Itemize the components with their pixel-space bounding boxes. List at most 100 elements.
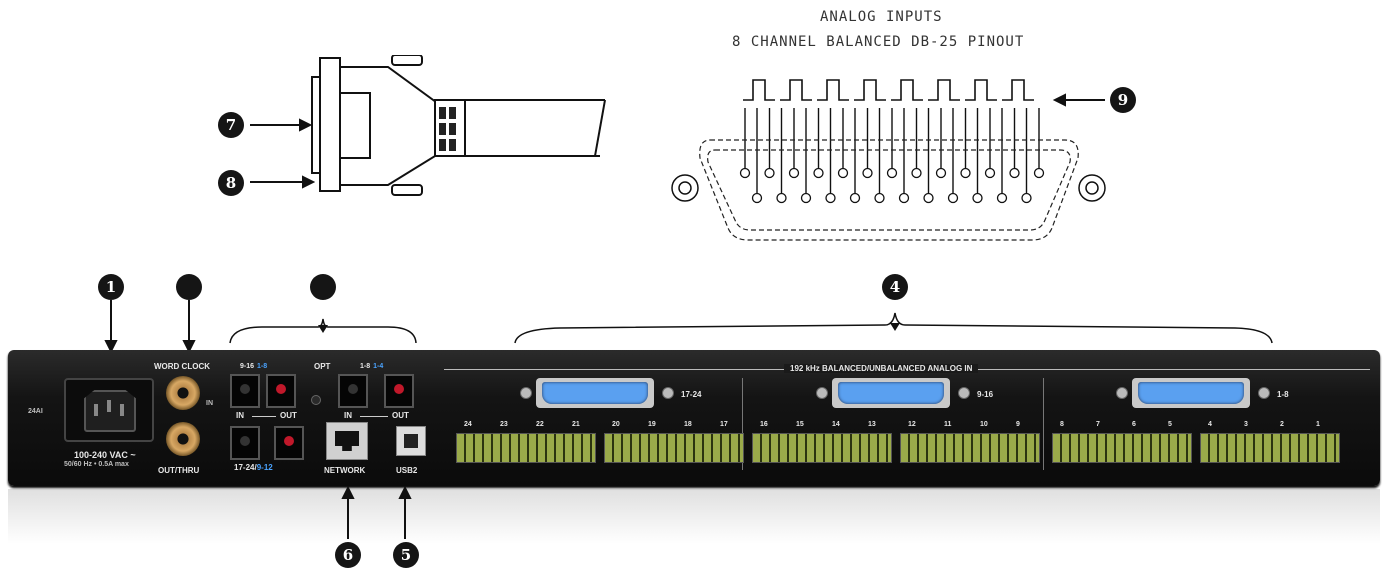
callout-8: 8	[218, 170, 244, 196]
pin-bottom	[800, 192, 812, 204]
terminal-block[interactable]	[900, 433, 1040, 463]
optical-in-label-a: IN	[236, 411, 244, 420]
pin-top	[886, 167, 898, 179]
callout-5: 5	[393, 542, 419, 568]
usb-label: USB2	[396, 466, 418, 475]
pinout-title: ANALOG INPUTS	[820, 9, 943, 25]
optical-in-port-a[interactable]	[230, 374, 260, 408]
dsub-label: 9-16	[977, 390, 994, 399]
channel-label: 19	[648, 421, 656, 428]
dsub-screw	[662, 387, 674, 399]
dsub25-input-2[interactable]	[832, 378, 950, 408]
word-clock-in-bnc[interactable]	[166, 376, 200, 410]
optical-out-port-b[interactable]	[384, 374, 414, 408]
channel-bracket	[743, 79, 775, 101]
pin-bottom	[874, 192, 885, 204]
optical-bank-c-label: 17-24/9-12	[234, 463, 273, 472]
channel-label: 10	[980, 421, 988, 428]
optical-out-port-a[interactable]	[266, 374, 296, 408]
channel-label: 13	[868, 421, 876, 428]
callout-7: 7	[218, 112, 244, 138]
pin-top	[911, 167, 922, 179]
dsub-screw	[1116, 387, 1128, 399]
optical-in-port-c[interactable]	[230, 426, 260, 460]
optical-bank-b-alt: 1-4	[373, 363, 384, 370]
reset-pinhole[interactable]	[311, 395, 321, 405]
channel-label: 11	[944, 421, 952, 428]
channel-label: 9	[1016, 421, 1020, 428]
network-label: NETWORK	[324, 466, 366, 475]
power-side-label: 24AI	[28, 408, 43, 415]
optical-out-label-a: OUT	[280, 411, 297, 420]
callout-1: 1	[98, 274, 124, 300]
channel-label: 5	[1168, 421, 1172, 428]
pin-top	[1033, 167, 1045, 179]
optical-bank-c-number: 17-24	[234, 463, 255, 472]
channel-bracket	[854, 79, 886, 101]
dsub-screw	[520, 387, 532, 399]
channel-label: 21	[572, 421, 580, 428]
network-port[interactable]	[326, 422, 368, 460]
terminal-block[interactable]	[752, 433, 892, 463]
channel-label: 12	[908, 421, 916, 428]
callout-arrows-bottom	[341, 485, 412, 539]
dsub25-input-3[interactable]	[1132, 378, 1250, 408]
terminal-block[interactable]	[1200, 433, 1340, 463]
channel-label: 14	[832, 421, 840, 428]
channel-label: 18	[684, 421, 692, 428]
pin-top	[813, 167, 824, 179]
pin-top	[984, 167, 996, 179]
pin-top	[960, 167, 971, 179]
channel-label: 6	[1132, 421, 1136, 428]
optical-in-port-b[interactable]	[338, 374, 368, 408]
panel-reflection	[8, 489, 1380, 544]
pin-bottom	[751, 192, 763, 204]
power-inlet[interactable]	[64, 378, 154, 442]
pin-bottom	[996, 192, 1008, 204]
channel-label: 15	[796, 421, 804, 428]
rear-panel: 24AI 100-240 VAC ~ 50/60 Hz • 0.5A max W…	[8, 350, 1380, 486]
dsub25-input-1[interactable]	[536, 378, 654, 408]
dsub-screw	[958, 387, 970, 399]
channel-label: 8	[1060, 421, 1064, 428]
callout-2	[176, 274, 202, 300]
db25-pinout-diagram	[671, 79, 1106, 241]
terminal-block[interactable]	[456, 433, 596, 463]
pin-top	[837, 167, 849, 179]
dsub-screw	[1258, 387, 1270, 399]
channel-bracket	[1002, 79, 1034, 101]
terminal-block[interactable]	[1052, 433, 1192, 463]
pin-top	[739, 167, 751, 179]
word-clock-title: WORD CLOCK	[154, 362, 210, 371]
channel-label: 4	[1208, 421, 1212, 428]
usb-port[interactable]	[396, 426, 426, 456]
dsub-label: 17-24	[681, 390, 702, 399]
callout-arrows-top	[104, 300, 1273, 354]
channel-bracket	[817, 79, 849, 101]
optical-out-label-b: OUT	[392, 411, 409, 420]
callout-6: 6	[335, 542, 361, 568]
pin-bottom	[898, 192, 910, 204]
pin-bottom	[972, 192, 983, 204]
optical-out-port-c[interactable]	[274, 426, 304, 460]
callout-9: 9	[1110, 87, 1136, 113]
channel-label: 23	[500, 421, 508, 428]
pin-bottom	[1021, 192, 1032, 204]
pin-top	[764, 167, 775, 179]
optical-title: OPT	[314, 362, 331, 371]
word-clock-out-bnc[interactable]	[166, 422, 200, 456]
optical-bank-a-alt: 1-8	[257, 363, 268, 370]
pin-bottom	[776, 192, 787, 204]
pin-top	[788, 167, 800, 179]
terminal-block[interactable]	[604, 433, 744, 463]
word-clock-out-label: OUT/THRU	[158, 466, 200, 475]
channel-bracket	[891, 79, 923, 101]
optical-in-label-b: IN	[344, 411, 352, 420]
optical-divider-a	[252, 416, 276, 417]
pin-bottom	[947, 192, 959, 204]
channel-label: 22	[536, 421, 544, 428]
pin-top	[1009, 167, 1020, 179]
channel-label: 2	[1280, 421, 1284, 428]
